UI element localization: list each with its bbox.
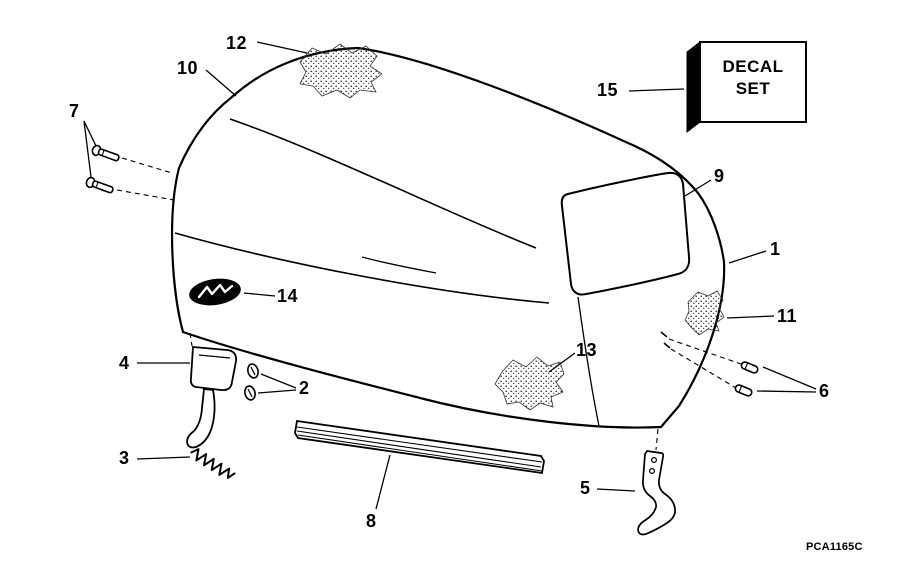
callout-11: 11 xyxy=(777,306,798,326)
decal-set-line1: DECAL xyxy=(722,57,784,76)
bottom-seal-strip xyxy=(294,419,545,475)
callout-leader-lines xyxy=(83,41,817,510)
decal-set-box-label: DECAL SET xyxy=(700,56,806,100)
mount-screws xyxy=(85,144,120,194)
callout-14: 14 xyxy=(277,286,299,306)
callout-10: 10 xyxy=(177,58,199,78)
latch-spring xyxy=(190,448,236,479)
callout-15: 15 xyxy=(597,80,619,100)
callout-7: 7 xyxy=(69,101,80,121)
callout-9: 9 xyxy=(714,166,725,186)
callout-12: 12 xyxy=(226,33,248,53)
decal-patch-front xyxy=(494,356,565,411)
assembly-dashed-lines xyxy=(116,157,742,451)
rear-latch-bracket xyxy=(637,450,676,536)
callout-3: 3 xyxy=(119,448,130,468)
decal-set-package xyxy=(686,40,807,134)
callout-2: 2 xyxy=(299,378,310,398)
engine-cover-body xyxy=(170,46,726,429)
cover-rear-opening xyxy=(560,171,691,296)
rivet-pins xyxy=(734,361,759,397)
front-latch xyxy=(186,346,237,449)
decal-set-line2: SET xyxy=(735,79,771,98)
part-code: PCA1165C xyxy=(806,541,863,553)
latch-grommets xyxy=(244,363,259,401)
decal-patch-right xyxy=(684,290,725,336)
brand-emblem xyxy=(189,278,241,306)
rivet-hole-marks xyxy=(660,331,671,349)
callout-1: 1 xyxy=(770,239,781,259)
decal-patch-top xyxy=(299,43,383,99)
callout-4: 4 xyxy=(119,353,130,373)
callout-6: 6 xyxy=(819,381,830,401)
callout-8: 8 xyxy=(366,511,377,531)
callout-5: 5 xyxy=(580,478,591,498)
callout-13: 13 xyxy=(576,340,598,360)
decal-patches xyxy=(299,43,725,411)
